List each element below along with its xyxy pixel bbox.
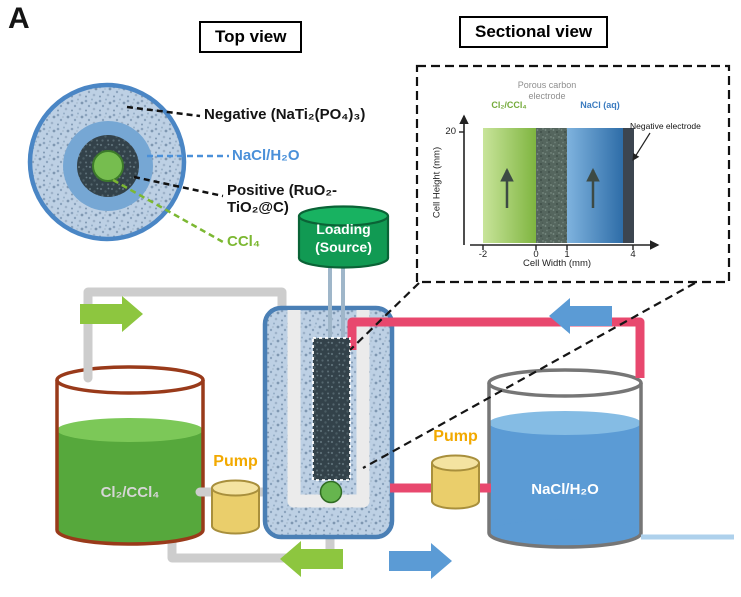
label-positive: Positive (RuO₂- TiO₂@C) (227, 182, 337, 216)
inset-x-tick-1: 1 (564, 249, 570, 260)
positive-electrode-rod (312, 337, 351, 481)
top-view-diagram (27, 82, 187, 242)
label-ccl4: CCl₄ (227, 233, 260, 250)
inset-x-tick-neg2: -2 (478, 249, 488, 260)
pump-right-label: Pump (433, 428, 478, 445)
left-tank-wall (55, 380, 205, 546)
sectional-view-title: Sectional view (459, 16, 609, 48)
tube-nacl-feed (347, 317, 645, 378)
projection-line-right (362, 282, 696, 469)
right-tank-label: NaCl/H₂O (531, 481, 599, 498)
left-pump (211, 479, 260, 535)
left-tank-liquid-bottom (57, 516, 203, 544)
loading-source-label: Loading (Source) (299, 221, 388, 256)
inset-label-negative-electrode: Negative electrode (630, 121, 701, 131)
arrow-blue-left-icon (549, 298, 612, 334)
inset-x-axis-label: Cell Width (mm) (522, 258, 592, 269)
ccl4-droplet (319, 480, 343, 504)
inset-label-nacl: NaCl (aq) (580, 100, 620, 110)
arrow-green-left-icon (280, 541, 343, 577)
leader-ccl4 (112, 178, 224, 244)
loading-label-line2: (Source) (315, 238, 372, 255)
inset-y-axis-label: Cell Height (mm) (431, 146, 443, 219)
label-positive-line2: TiO₂@C) (227, 199, 289, 216)
tube-ccl4-feed (83, 287, 287, 383)
left-tank-liquid-surface (57, 418, 203, 442)
leader-positive (133, 175, 224, 198)
loading-source-cylinder (297, 205, 390, 269)
right-tank-liquid-surface (489, 411, 641, 435)
inset-region-ccl4 (483, 128, 536, 243)
top-view-title: Top view (199, 21, 303, 53)
right-tank (487, 368, 643, 549)
arrow-green-right-icon (80, 296, 143, 332)
inset-label-carbon: Porous carbon electrode (507, 80, 587, 103)
loading-label-line1: Loading (316, 221, 371, 237)
right-tank-wall (487, 383, 643, 549)
inset-label-carbon-line1: Porous carbon (517, 80, 577, 90)
inset-label-carbon-line2: electrode (528, 91, 566, 102)
sectional-view-inset (415, 64, 731, 284)
right-tank-rim (487, 368, 643, 398)
leader-negative (126, 105, 201, 118)
right-tank-liquid-bottom (489, 519, 641, 547)
inset-x-tick-0: 0 (533, 249, 539, 260)
right-pump (431, 454, 480, 510)
inset-x-tick-4: 4 (630, 249, 636, 260)
pump-left-label: Pump (213, 453, 258, 470)
arrow-blue-right-icon (389, 543, 452, 579)
inset-label-ccl4: Cl₂/CCl₄ (491, 100, 527, 110)
inset-y-tick-label: 20 (445, 126, 456, 137)
label-positive-line1: Positive (RuO₂- (227, 182, 338, 199)
inset-region-nacl (567, 128, 623, 243)
panel-label: A (8, 2, 30, 35)
topview-ccl4-core (92, 150, 124, 182)
label-nacl-h2o: NaCl/H₂O (232, 147, 300, 164)
left-tank (55, 365, 205, 546)
inset-negative-pointer (632, 132, 651, 161)
inset-region-carbon (536, 128, 567, 243)
right-tank-liquid (489, 423, 641, 533)
inset-region-negative-electrode (623, 128, 634, 243)
label-negative: Negative (NaTi₂(PO₄)₃) (204, 106, 366, 123)
left-tank-label: Cl₂/CCl₄ (100, 484, 160, 501)
projection-line-left (349, 282, 420, 351)
left-tank-liquid (57, 430, 203, 530)
left-tank-rim (55, 365, 205, 395)
